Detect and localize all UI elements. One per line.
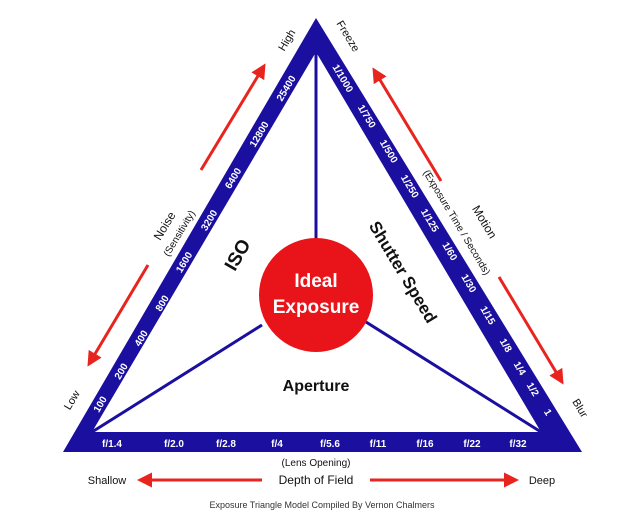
- iso-label: ISO: [221, 236, 256, 275]
- iso-low-label: Low: [62, 389, 83, 413]
- aperture-label: Aperture: [283, 378, 350, 395]
- motion-title: Motion: [469, 203, 500, 241]
- shutter-arrow-down: [497, 276, 564, 385]
- shutter-freeze-label: Freeze: [334, 19, 362, 55]
- iso-arrow-up: [199, 63, 266, 171]
- aperture-value: f/16: [416, 439, 434, 450]
- shutter-value: 1: [541, 407, 554, 418]
- shallow-label: Shallow: [88, 475, 127, 487]
- center-line-2: Exposure: [273, 297, 360, 318]
- aperture-value: f/2.0: [164, 439, 184, 450]
- shutter-arrow-up: [372, 67, 443, 182]
- aperture-value: f/2.8: [216, 439, 236, 450]
- triangle-band: [63, 18, 582, 452]
- lens-opening-subtitle: (Lens Opening): [282, 458, 351, 469]
- aperture-value: f/1.4: [102, 439, 122, 450]
- aperture-value: f/5.6: [320, 439, 340, 450]
- ideal-exposure-circle: [259, 238, 373, 352]
- credit-text: Exposure Triangle Model Compiled By Vern…: [209, 500, 435, 510]
- aperture-value: f/4: [271, 439, 283, 450]
- aperture-values: f/1.4 f/2.0 f/2.8 f/4 f/5.6 f/11 f/16 f/…: [102, 439, 527, 450]
- depth-of-field-title: Depth of Field: [279, 473, 354, 487]
- aperture-value: f/11: [370, 439, 387, 450]
- aperture-value: f/32: [509, 439, 527, 450]
- center-line-1: Ideal: [294, 271, 337, 292]
- iso-arrow-down: [87, 264, 150, 367]
- aperture-value: f/22: [463, 439, 481, 450]
- iso-high-label: High: [276, 28, 298, 54]
- shutter-blur-label: Blur: [569, 397, 590, 420]
- spoke-left: [91, 323, 263, 434]
- deep-label: Deep: [529, 475, 555, 487]
- spoke-right: [365, 320, 542, 434]
